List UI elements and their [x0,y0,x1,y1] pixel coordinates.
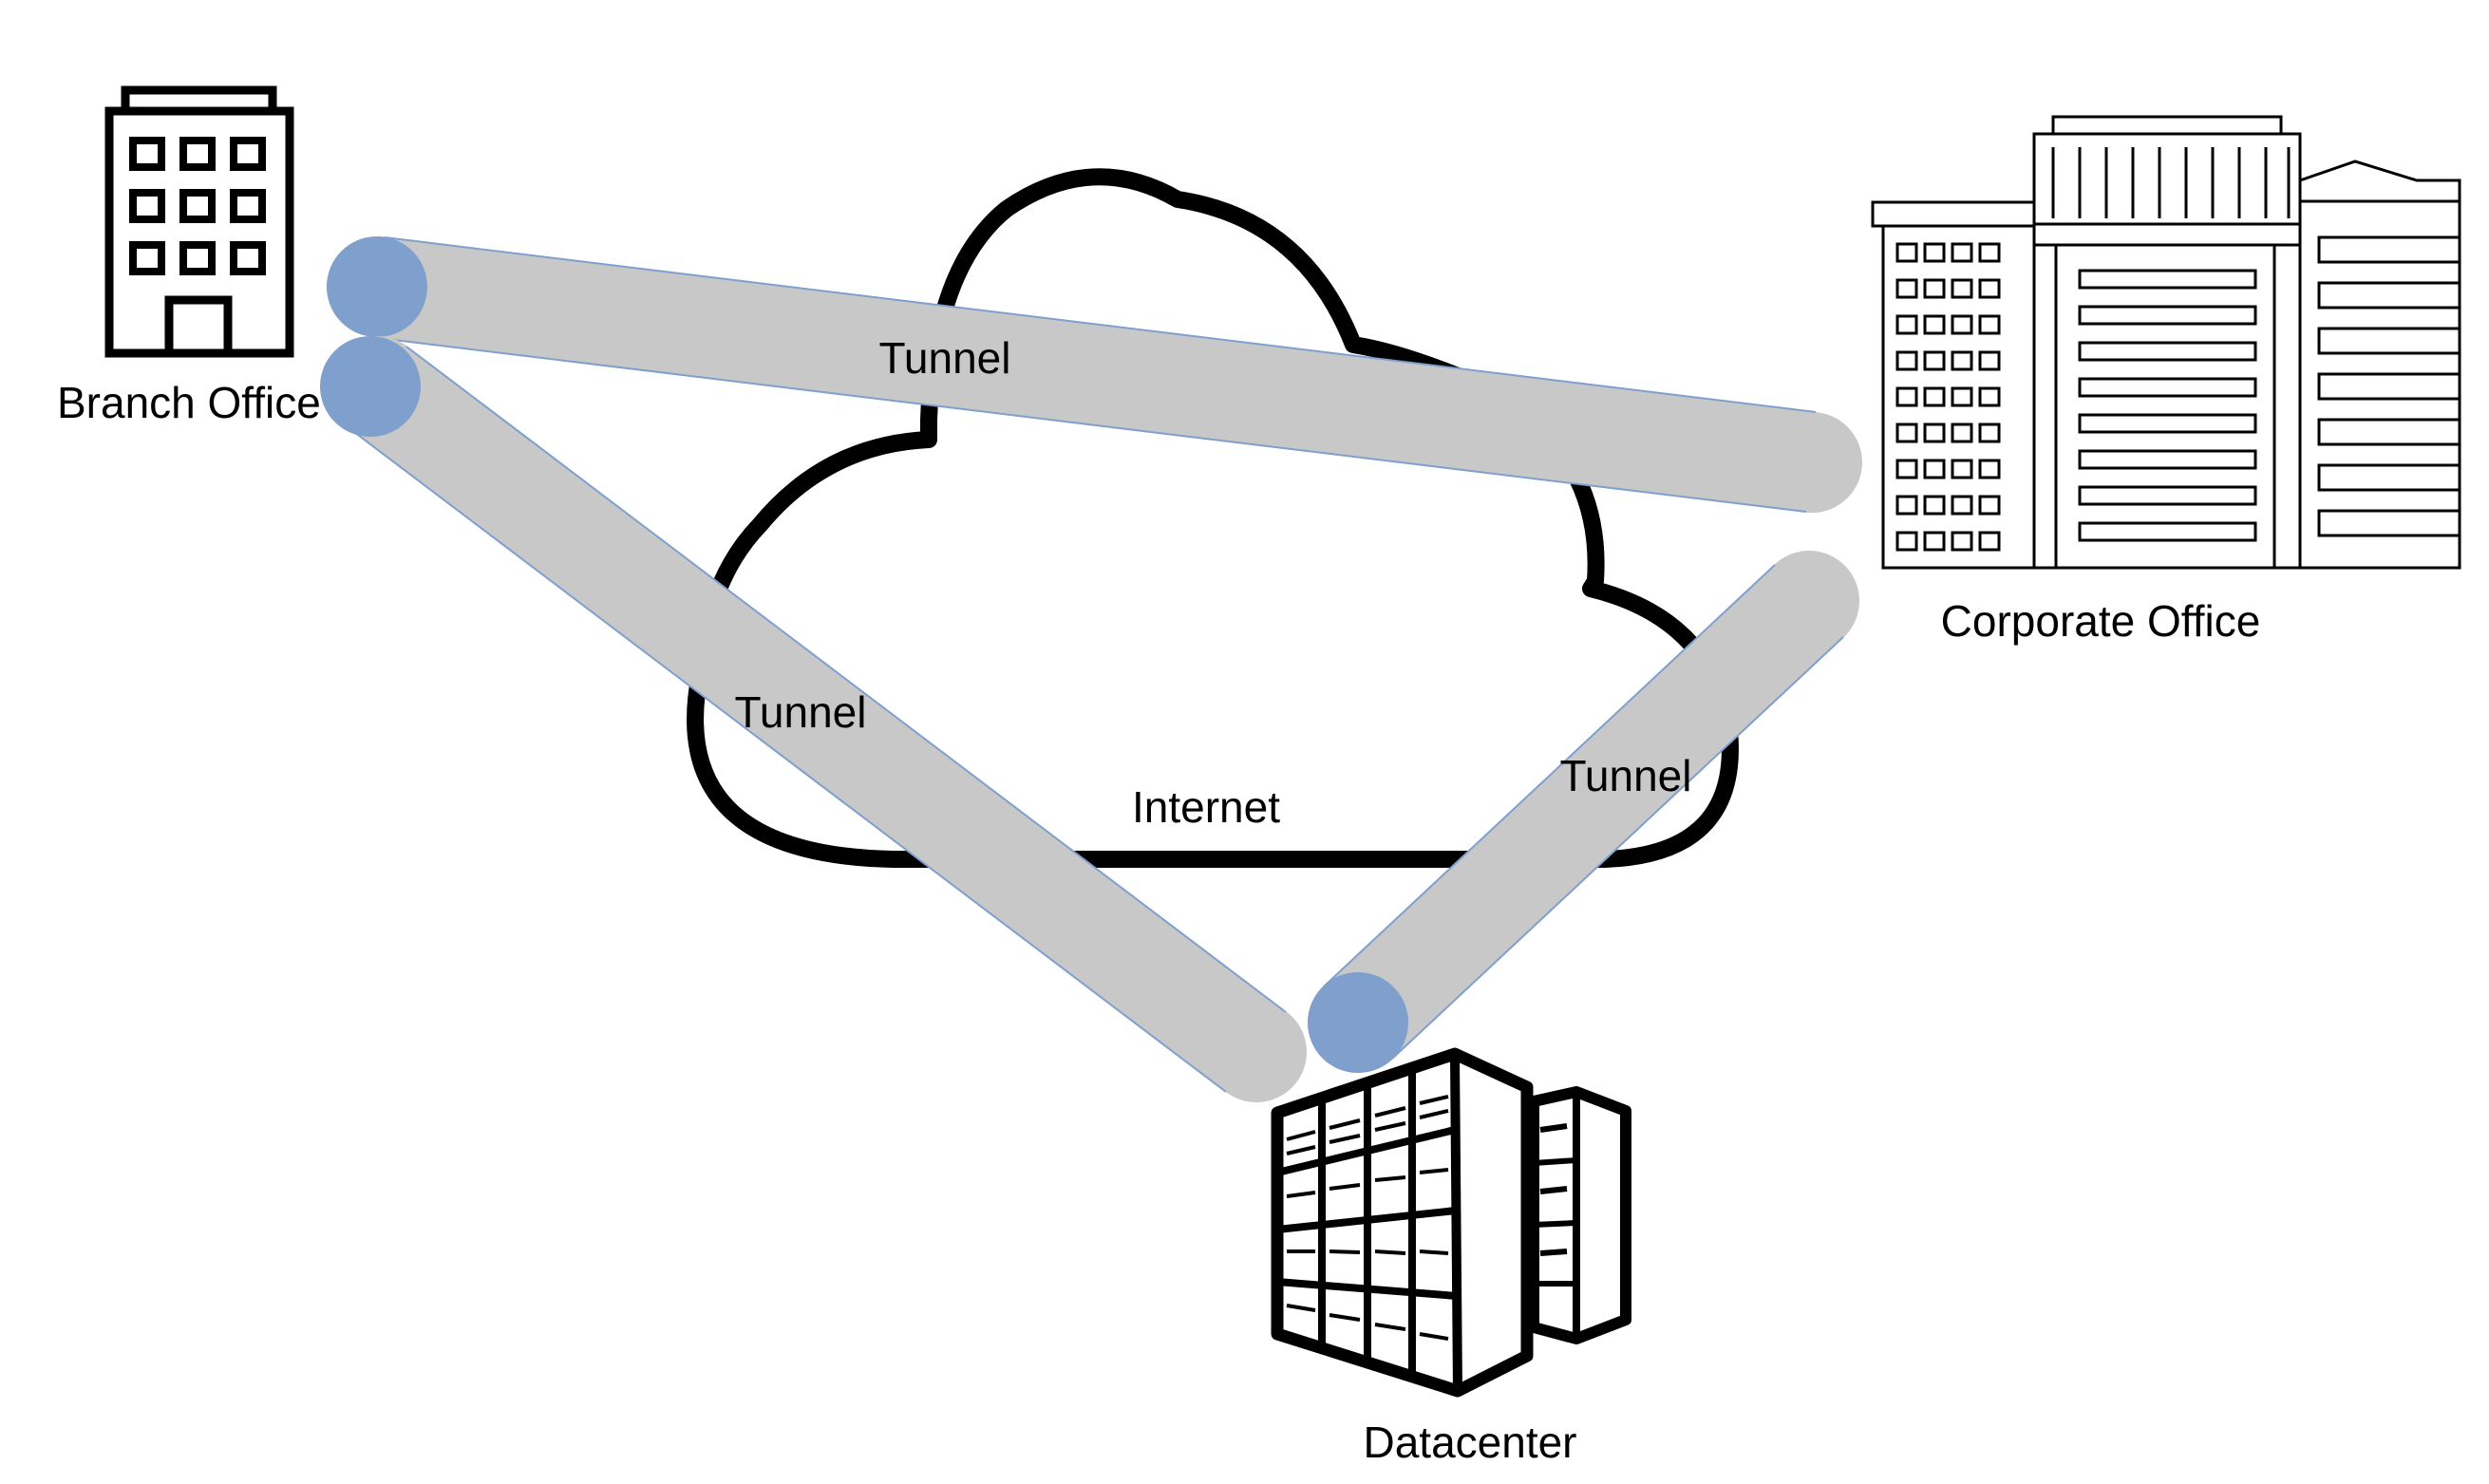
datacenter-label: Datacenter [1363,1418,1576,1467]
corporate-office-site: Corporate Office [1871,115,2461,646]
tunnel-label-datacenter-corporate: Tunnel [1560,751,1692,800]
datacenter-site: Datacenter [1271,1047,1631,1467]
tunnel-label-branch-datacenter: Tunnel [735,687,867,737]
datacenter-building-icon [1271,1047,1631,1398]
tunnel-endpoint-branch-top [327,236,427,337]
tunnel-label-branch-corporate: Tunnel [879,333,1011,383]
office-building-icon [104,85,294,358]
tunnel-endpoint-datacenter [1308,972,1408,1073]
tunnel-datacenter-corporate: Tunnel [1308,551,1859,1073]
branch-office-label: Branch Office [57,378,321,427]
corporate-campus-icon [1871,115,2461,570]
tunnel-branch-datacenter: Tunnel [320,336,1307,1102]
corporate-office-label: Corporate Office [1941,596,2261,646]
branch-office-site: Branch Office [57,85,321,427]
tunnel-branch-corporate: Tunnel [327,236,1862,513]
internet-label: Internet [1132,782,1280,832]
tunnel-endpoint-branch-bottom [320,336,421,437]
